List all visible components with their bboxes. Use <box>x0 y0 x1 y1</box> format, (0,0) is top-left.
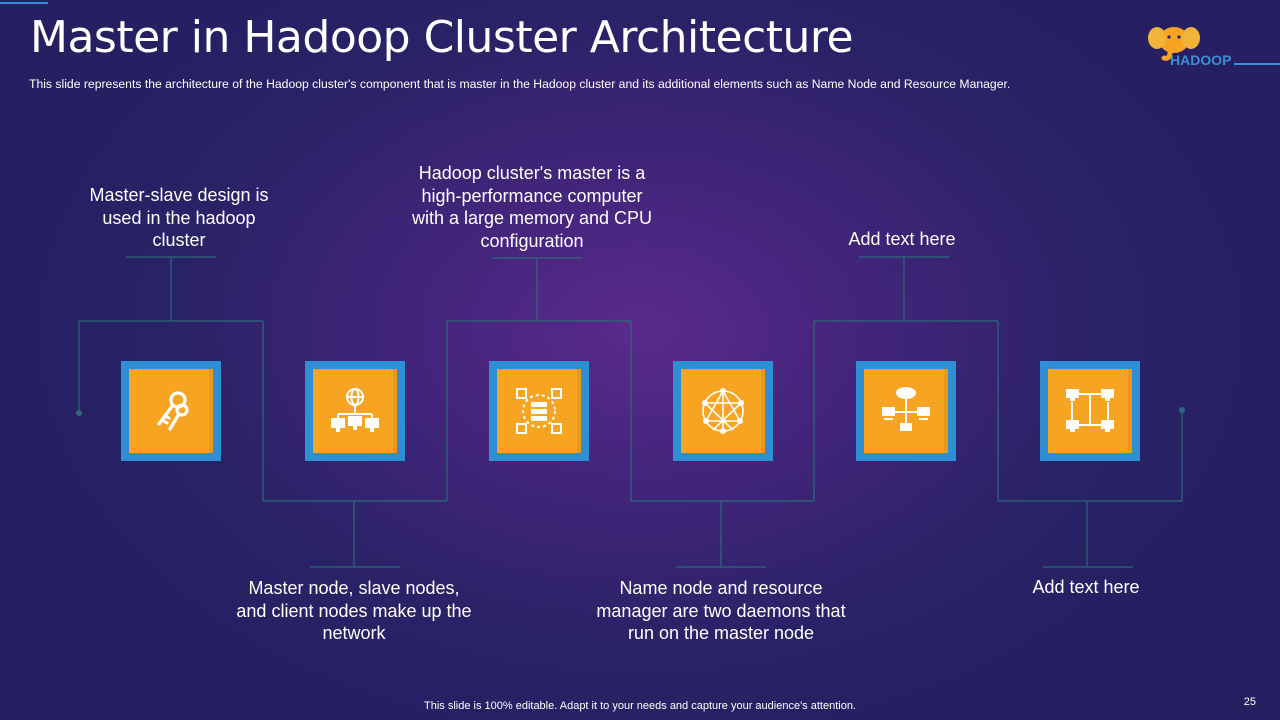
item-2-icon-box <box>305 361 405 461</box>
logo-text: HADOOP <box>1170 52 1232 68</box>
keys-icon <box>157 391 189 431</box>
slide-subtitle: This slide represents the architecture o… <box>29 77 1011 91</box>
item-6-icon-box <box>1040 361 1140 461</box>
item-5-label: Add text here <box>848 229 956 249</box>
item-4-label: Name node and resource manager are two d… <box>596 578 846 643</box>
item-2-label: Master node, slave nodes, and client nod… <box>236 578 472 643</box>
cloud-network-icon <box>882 387 930 431</box>
top-accent-line <box>0 2 48 4</box>
logo-underline <box>1234 63 1280 65</box>
item-1-label: Master-slave design is used in the hadoo… <box>89 185 269 250</box>
server-hub-icon <box>516 388 562 434</box>
item-5-icon-box <box>856 361 956 461</box>
item-6-label: Add text here <box>1032 577 1140 597</box>
item-3-label: Hadoop cluster's master is a high-perfor… <box>411 163 653 251</box>
item-3-icon-box <box>489 361 589 461</box>
computer-network-icon <box>1066 389 1114 432</box>
slide-title: Master in Hadoop Cluster Architecture <box>30 12 854 63</box>
slide-footer: This slide is 100% editable. Adapt it to… <box>424 700 856 712</box>
network-globe-icon <box>331 388 379 432</box>
network-mesh-icon <box>702 388 744 434</box>
elephant-icon <box>1148 27 1200 61</box>
item-4-icon-box <box>673 361 773 461</box>
page-number: 25 <box>1243 696 1256 708</box>
hadoop-logo: HADOOP <box>1144 22 1280 72</box>
item-1-icon-box <box>121 361 221 461</box>
